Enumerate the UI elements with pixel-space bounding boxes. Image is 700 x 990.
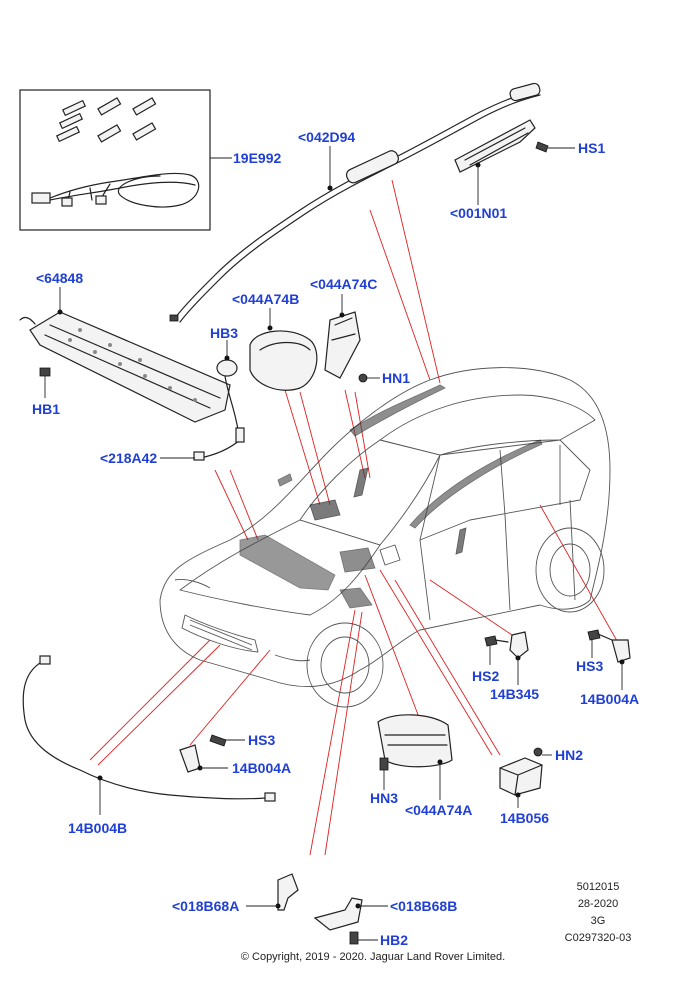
callout-218a42[interactable]: <218A42 — [100, 450, 157, 466]
nut-hn1[interactable] — [358, 373, 380, 383]
callout-hs2[interactable]: HS2 — [472, 668, 499, 684]
curtain-airbag[interactable] — [169, 82, 541, 323]
bolt-hb1[interactable] — [39, 367, 51, 398]
callout-64848[interactable]: <64848 — [36, 270, 83, 286]
reference-line-3: 3G — [591, 915, 606, 927]
callout-14b345[interactable]: 14B345 — [490, 686, 539, 702]
sensor-14b004a-right[interactable] — [611, 639, 631, 690]
reference-block: 5012015 28-2020 3G C0297320-03 — [565, 881, 632, 944]
seat-airbag-module[interactable] — [324, 294, 361, 379]
callout-hs3-left[interactable]: HS3 — [248, 732, 275, 748]
callout-14b004a-right[interactable]: 14B004A — [580, 691, 639, 707]
harness-218a42[interactable] — [160, 427, 245, 461]
guide-lines — [89, 179, 626, 856]
callout-hn1[interactable]: HN1 — [382, 370, 410, 386]
reference-line-1: 5012015 — [577, 881, 620, 893]
nut-hn3[interactable] — [379, 757, 389, 790]
steering-wheel-airbag[interactable] — [249, 308, 318, 391]
callout-042d94[interactable]: <042D94 — [298, 129, 355, 145]
side-airbag-trim[interactable] — [454, 119, 536, 205]
fascia-panel[interactable] — [19, 287, 231, 423]
sensor-14b004a-left[interactable] — [179, 744, 228, 773]
screw-hs3-left[interactable] — [209, 734, 245, 747]
callout-hb2[interactable]: HB2 — [380, 932, 408, 948]
callout-hs3-right[interactable]: HS3 — [576, 658, 603, 674]
callout-14b056[interactable]: 14B056 — [500, 810, 549, 826]
impact-sensor-hb3[interactable] — [216, 340, 239, 431]
callout-labels: HS1 <042D94 19E992 <001N01 <64848 <044A7… — [32, 129, 639, 948]
wire-harness-icon — [31, 172, 200, 208]
reference-line-4: C0297320-03 — [565, 932, 632, 944]
callout-044a74b[interactable]: <044A74B — [232, 291, 299, 307]
callout-001n01[interactable]: <001N01 — [450, 205, 507, 221]
callout-hb3[interactable]: HB3 — [210, 325, 238, 341]
callout-018b68b[interactable]: <018B68B — [390, 898, 457, 914]
passenger-airbag[interactable] — [377, 714, 453, 800]
callout-14b004b[interactable]: 14B004B — [68, 820, 127, 836]
harness-14b004b[interactable] — [22, 655, 276, 815]
repair-kit-box[interactable] — [19, 89, 232, 231]
callout-14b004a-left[interactable]: 14B004A — [232, 760, 291, 776]
screw-hs3-right[interactable] — [587, 629, 613, 658]
callout-hn2[interactable]: HN2 — [555, 747, 583, 763]
callout-hn3[interactable]: HN3 — [370, 790, 398, 806]
callout-19e992[interactable]: 19E992 — [233, 150, 281, 166]
callout-044a74a[interactable]: <044A74A — [405, 802, 472, 818]
bracket-018b68b[interactable] — [313, 897, 388, 931]
vehicle-outline — [159, 367, 611, 708]
callout-hs1[interactable]: HS1 — [578, 140, 605, 156]
screw-hs1[interactable] — [535, 141, 575, 153]
sensor-14b345[interactable] — [509, 631, 529, 685]
reference-line-2: 28-2020 — [578, 898, 618, 910]
bracket-018b68a[interactable] — [246, 873, 299, 911]
screw-hs2[interactable] — [484, 635, 509, 665]
restraint-control-module[interactable] — [499, 757, 543, 808]
bolt-hb2[interactable] — [349, 931, 378, 945]
callout-044a74c[interactable]: <044A74C — [310, 276, 377, 292]
callout-018b68a[interactable]: <018B68A — [172, 898, 239, 914]
copyright-notice: © Copyright, 2019 - 2020. Jaguar Land Ro… — [241, 951, 505, 963]
callout-hb1[interactable]: HB1 — [32, 401, 60, 417]
nut-hn2[interactable] — [533, 747, 552, 757]
crimp-connector-icons — [55, 97, 157, 143]
